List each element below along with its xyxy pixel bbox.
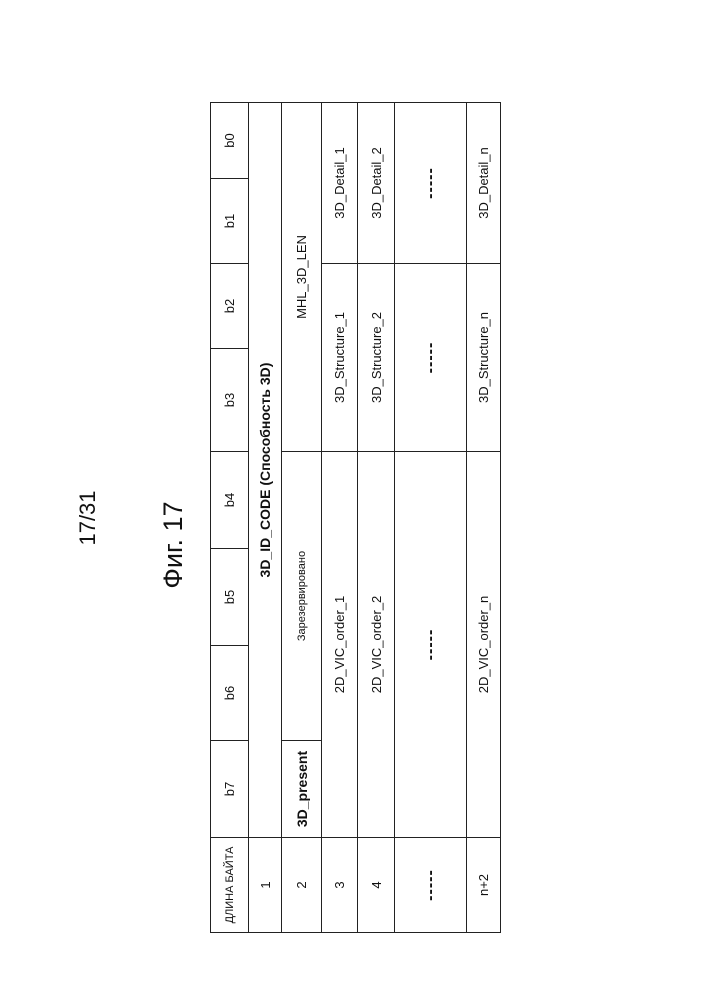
byte-length-cell: 4 — [358, 838, 395, 933]
vic-order-cell: 2D_VIC_order_n — [467, 452, 501, 838]
header-b6: b6 — [211, 646, 249, 741]
byte-length-cell: 3 — [322, 838, 358, 933]
id-code-cell: 3D_ID_CODE (Способность 3D) — [249, 103, 282, 838]
header-b4: b4 — [211, 452, 249, 549]
detail-cell: 3D_Detail_2 — [358, 103, 395, 264]
detail-cell: 3D_Detail_1 — [322, 103, 358, 264]
table-row: 2 3D_present Зарезервировано MHL_3D_LEN — [282, 103, 322, 933]
ellipsis-cell: ----- — [395, 103, 467, 264]
header-b0: b0 — [211, 103, 249, 179]
figure-title: Фиг. 17 — [153, 485, 193, 605]
ellipsis-cell: ----- — [395, 452, 467, 838]
byte-length-cell: n+2 — [467, 838, 501, 933]
table-row: 1 3D_ID_CODE (Способность 3D) — [249, 103, 282, 933]
mhl-len-cell: MHL_3D_LEN — [282, 103, 322, 452]
page-number: 17/31 — [73, 468, 103, 568]
vic-order-cell: 2D_VIC_order_1 — [322, 452, 358, 838]
header-b1: b1 — [211, 179, 249, 264]
header-row: ДЛИНА БАЙТА b7 b6 b5 b4 b3 b2 b1 b0 — [211, 103, 249, 933]
table-row: 3 2D_VIC_order_1 3D_Structure_1 3D_Detai… — [322, 103, 358, 933]
header-b7: b7 — [211, 741, 249, 838]
structure-cell: 3D_Structure_2 — [358, 264, 395, 452]
byte-table: ДЛИНА БАЙТА b7 b6 b5 b4 b3 b2 b1 b0 1 3D… — [210, 103, 500, 933]
byte-length-cell: 1 — [249, 838, 282, 933]
table-row: ----- ----- ----- ----- — [395, 103, 467, 933]
structure-cell: 3D_Structure_n — [467, 264, 501, 452]
structure-cell: 3D_Structure_1 — [322, 264, 358, 452]
detail-cell: 3D_Detail_n — [467, 103, 501, 264]
header-b5: b5 — [211, 549, 249, 646]
header-byte-length: ДЛИНА БАЙТА — [211, 838, 249, 933]
header-b3: b3 — [211, 349, 249, 452]
present-cell: 3D_present — [282, 741, 322, 838]
ellipsis-cell: ----- — [395, 264, 467, 452]
reserved-cell: Зарезервировано — [282, 452, 322, 741]
header-b2: b2 — [211, 264, 249, 349]
byte-length-cell: 2 — [282, 838, 322, 933]
table-row: n+2 2D_VIC_order_n 3D_Structure_n 3D_Det… — [467, 103, 501, 933]
vic-order-cell: 2D_VIC_order_2 — [358, 452, 395, 838]
table-row: 4 2D_VIC_order_2 3D_Structure_2 3D_Detai… — [358, 103, 395, 933]
ellipsis-cell: ----- — [395, 838, 467, 933]
